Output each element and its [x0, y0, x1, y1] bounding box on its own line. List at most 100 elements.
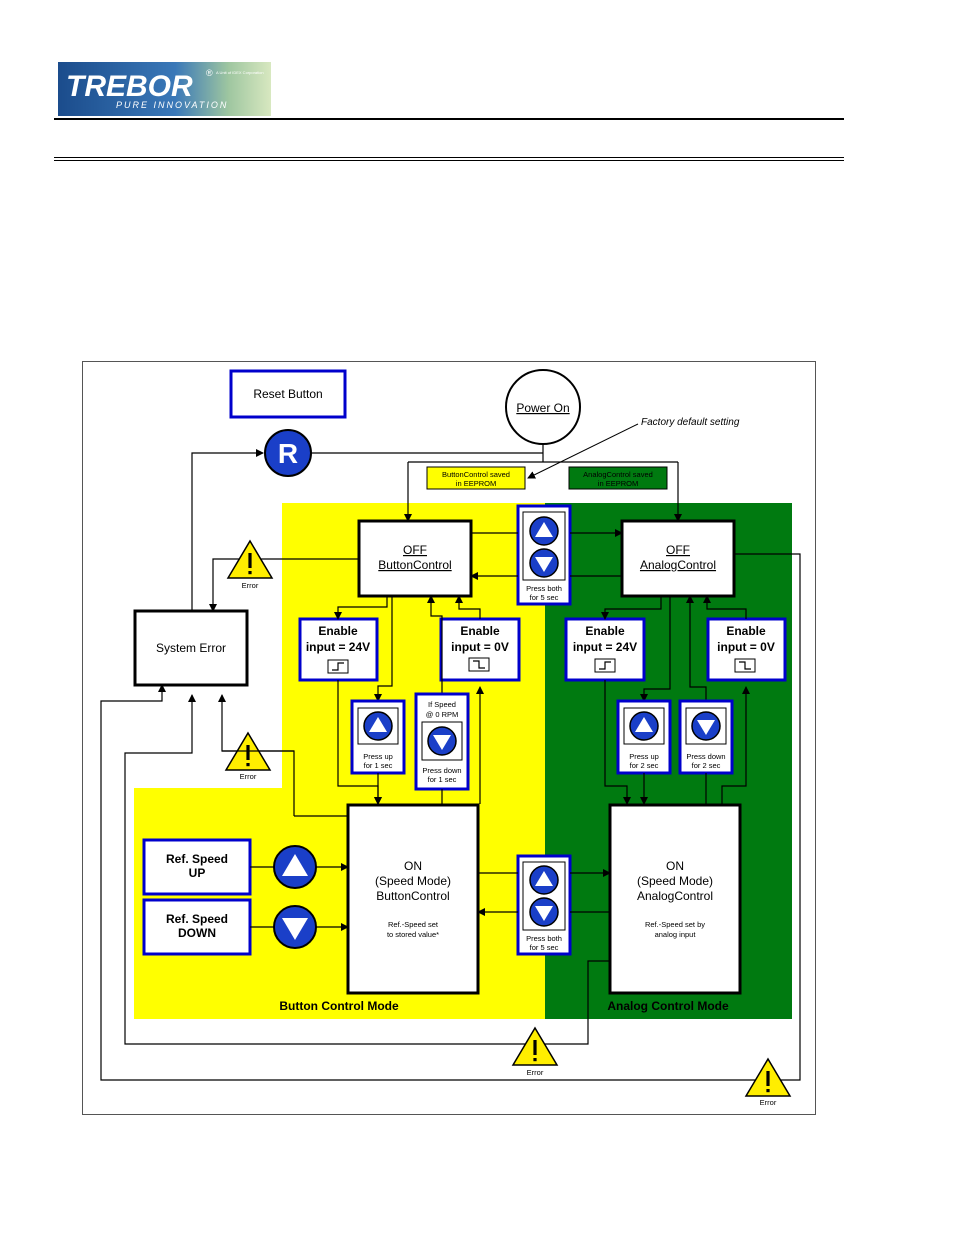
press-down-1s-icon: [427, 726, 457, 756]
enable-0v-right-line-1: Enable: [726, 624, 766, 638]
control-mode-diagram: Reset Button R Power On Factory default …: [82, 361, 816, 1115]
if-speed-line-2: @ 0 RPM: [426, 710, 459, 719]
section-rule-lower: [54, 160, 844, 161]
analog-eeprom-line-2: in EEPROM: [598, 479, 638, 488]
on-analog-line-1: ON: [666, 859, 684, 873]
enable-0v-right-to-off-line: [703, 595, 747, 619]
press-both-top-line-2: for 5 sec: [530, 593, 559, 602]
on-button-control-state: [346, 803, 480, 995]
press-down-2s-line-1: Press down: [686, 752, 725, 761]
ref-speed-up-line-1: Ref. Speed: [166, 852, 228, 866]
enable-0v-left-to-off-line: [455, 595, 481, 619]
falling-edge-glyph-left: [473, 660, 485, 669]
if-speed-line-1: If Speed: [428, 700, 456, 709]
analog-eeprom-line-1: AnalogControl saved: [583, 470, 653, 479]
system-error-state: [133, 609, 249, 687]
logo-small-text: A Unit of IDEX Corporation: [216, 70, 264, 75]
press-both-top-down-icon: [529, 548, 559, 578]
off-analog-control-state: [620, 519, 736, 598]
press-up-2s-line-2: for 2 sec: [630, 761, 659, 770]
rising-edge-glyph-right: [599, 661, 611, 670]
reset-icon-letter: R: [278, 438, 298, 469]
header-rule: [54, 118, 844, 120]
press-down-2s-line-2: for 2 sec: [692, 761, 721, 770]
button-eeprom-box: [426, 466, 526, 490]
off-analog-to-press-up-line: [640, 596, 671, 702]
reset-button-label: Reset Button: [253, 387, 322, 401]
reset-button-box: [229, 369, 347, 419]
ref-speed-down-line-2: DOWN: [178, 926, 216, 940]
enable-0v-left-line-2: input = 0V: [451, 640, 509, 654]
enable-24v-left-line-2: input = 24V: [306, 640, 370, 654]
on-button-note-1: Ref.-Speed set: [388, 920, 439, 929]
enable-0v-right-line-2: input = 0V: [717, 640, 775, 654]
logo-text: TREBOR: [66, 70, 193, 103]
off-button-to-enable-24v-line: [334, 596, 388, 620]
enable-24v-right-to-on-line: [604, 680, 631, 805]
press-both-top-line-1: Press both: [526, 584, 562, 593]
off-button-line-1: OFF: [403, 543, 427, 557]
on-button-error-connector-2: [222, 750, 295, 816]
press-up-1s-icon: [363, 711, 393, 741]
logo-tagline: PURE INNOVATION: [116, 100, 228, 110]
enable-0v-left-line-1: Enable: [460, 624, 500, 638]
off-analog-line-1: OFF: [666, 543, 690, 557]
ref-speed-up-box: [142, 838, 252, 896]
ref-speed-up-line-2: UP: [189, 866, 206, 880]
section-rule-upper: [54, 157, 844, 158]
press-up-2s-icon: [629, 711, 659, 741]
press-up-1s-line-1: Press up: [363, 752, 393, 761]
ref-speed-up-icon: [273, 845, 317, 889]
off-button-error-line: [209, 558, 359, 612]
off-button-line-2: ButtonControl: [378, 558, 451, 572]
logo-registered: ®: [206, 68, 213, 78]
on-to-enable-0v-right-line: [721, 686, 750, 804]
press-up-1s-line-2: for 1 sec: [364, 761, 393, 770]
off-button-to-press-up-line: [374, 596, 393, 702]
button-eeprom-line-1: ButtonControl saved: [442, 470, 510, 479]
on-analog-note-1: Ref.-Speed set by: [645, 920, 705, 929]
error-label-top: Error: [242, 581, 259, 590]
error-label-bottom-center: Error: [527, 1068, 544, 1077]
on-analog-error-line: [124, 694, 610, 1045]
press-down-1s-line-2: for 1 sec: [428, 775, 457, 784]
rising-edge-glyph-left: [332, 662, 344, 671]
button-eeprom-line-2: in EEPROM: [456, 479, 496, 488]
trebor-logo: TREBOR ® A Unit of IDEX Corporation PURE…: [58, 62, 271, 116]
logo-background: [58, 62, 271, 116]
system-error-to-reset-line: [191, 449, 264, 611]
press-both-top-up-icon: [529, 516, 559, 546]
enable-24v-right-line-1: Enable: [585, 624, 625, 638]
press-down-2s-to-off-line: [686, 595, 707, 701]
press-down-1s-line-1: Press down: [422, 766, 461, 775]
analog-eeprom-box: [568, 466, 668, 490]
error-label-middle: Error: [240, 772, 257, 781]
press-both-mid-line-1: Press both: [526, 934, 562, 943]
on-button-line-3: ButtonControl: [376, 889, 449, 903]
system-error-label: System Error: [156, 641, 226, 655]
on-analog-note-2: analog input: [655, 930, 697, 939]
on-button-line-2: (Speed Mode): [375, 874, 451, 888]
press-both-mid-down-icon: [529, 897, 559, 927]
press-down-to-off-line: [427, 595, 443, 694]
analog-control-mode-label: Analog Control Mode: [607, 999, 729, 1013]
on-analog-line-3: AnalogControl: [637, 889, 713, 903]
ref-speed-down-icon: [273, 905, 317, 949]
button-control-mode-label: Button Control Mode: [279, 999, 399, 1013]
power-on-label: Power On: [516, 401, 569, 415]
off-analog-line-2: AnalogControl: [640, 558, 716, 572]
factory-default-arrow: [527, 423, 639, 479]
press-up-2s-line-1: Press up: [629, 752, 659, 761]
factory-default-label: Factory default setting: [641, 417, 740, 428]
enable-24v-right-line-2: input = 24V: [573, 640, 637, 654]
off-analog-error-line: [100, 553, 801, 1081]
press-both-mid-up-icon: [529, 865, 559, 895]
on-analog-line-2: (Speed Mode): [637, 874, 713, 888]
error-label-bottom-right: Error: [760, 1098, 777, 1107]
off-button-control-state: [357, 519, 473, 598]
on-analog-control-state: [608, 803, 742, 995]
off-analog-to-enable-24v-line: [601, 596, 662, 620]
ref-speed-down-line-1: Ref. Speed: [166, 912, 228, 926]
enable-24v-left-line-1: Enable: [318, 624, 358, 638]
